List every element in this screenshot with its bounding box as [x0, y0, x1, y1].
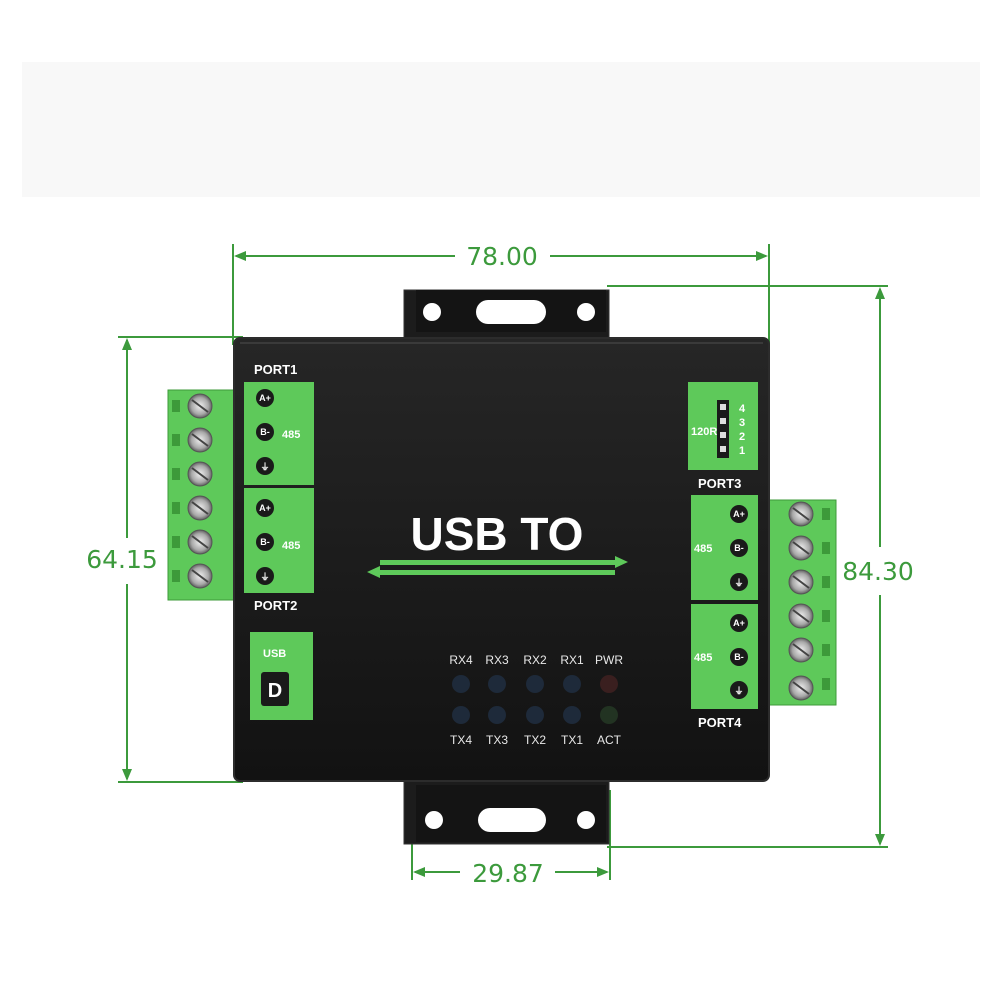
port4-pin-a: A+ [733, 618, 745, 628]
bidirectional-arrow-icon [367, 556, 628, 578]
port1-pin-gnd: ⏚ [260, 462, 269, 472]
usb-label: USB [263, 648, 286, 660]
port1-label: PORT1 [254, 362, 297, 377]
dim-height-right: 84.30 [842, 557, 914, 586]
device-case [233, 337, 770, 782]
mounting-bracket-top [403, 289, 610, 339]
port4-label: PORT4 [698, 715, 742, 730]
port2-pin-a: A+ [259, 503, 271, 513]
port4-485-label: 485 [694, 652, 712, 664]
port3-label: PORT3 [698, 476, 741, 491]
led-label-tx2: TX2 [524, 733, 546, 747]
dim-width-bottom: 29.87 [472, 859, 544, 888]
port2-panel [244, 488, 314, 593]
resistor-label: 120R [691, 426, 717, 438]
port2-485-label: 485 [282, 540, 300, 552]
led-label-tx1: TX1 [561, 733, 583, 747]
port3-bottom-panel [691, 495, 758, 600]
port2-label: PORT2 [254, 598, 297, 613]
port4-panel [691, 604, 758, 709]
led-label-tx4: TX4 [450, 733, 472, 747]
port2-pin-gnd: ⏚ [260, 572, 269, 582]
led-label-rx4: RX4 [449, 653, 473, 667]
port3-pin-gnd: ⏚ [734, 578, 743, 588]
port1-485-label: 485 [282, 429, 300, 441]
led-label-pwr: PWR [595, 653, 623, 667]
dip-num-3: 3 [739, 417, 745, 429]
led-row-rx [452, 675, 618, 693]
port3-485-label: 485 [694, 543, 712, 555]
mounting-bracket-bottom [403, 779, 610, 845]
port3-pin-a: A+ [733, 509, 745, 519]
led-row-tx [452, 706, 618, 724]
usb-panel [250, 632, 313, 720]
port1-panel [244, 382, 314, 485]
led-label-act: ACT [597, 733, 622, 747]
led-label-tx3: TX3 [486, 733, 508, 747]
device-title: USB TO [411, 508, 584, 560]
dim-height-left: 64.15 [86, 545, 158, 574]
port4-pin-b: B- [734, 652, 744, 662]
dimension-lines [118, 244, 888, 880]
port3-panel [688, 382, 758, 470]
port4-pin-gnd: ⏚ [734, 686, 743, 696]
terminal-block-left [167, 389, 239, 601]
dip-num-4: 4 [739, 403, 746, 415]
port3-pin-b: B- [734, 543, 744, 553]
usb-port-icon: D [268, 680, 282, 702]
port2-pin-b: B- [260, 537, 270, 547]
port1-pin-a: A+ [259, 393, 271, 403]
dip-num-1: 1 [739, 445, 745, 457]
terminal-block-right [767, 499, 837, 706]
background-band [22, 62, 980, 197]
port1-pin-b: B- [260, 427, 270, 437]
dip-num-2: 2 [739, 431, 745, 443]
led-label-rx2: RX2 [523, 653, 547, 667]
led-label-rx3: RX3 [485, 653, 509, 667]
dim-width-top: 78.00 [466, 242, 538, 271]
led-label-rx1: RX1 [560, 653, 584, 667]
